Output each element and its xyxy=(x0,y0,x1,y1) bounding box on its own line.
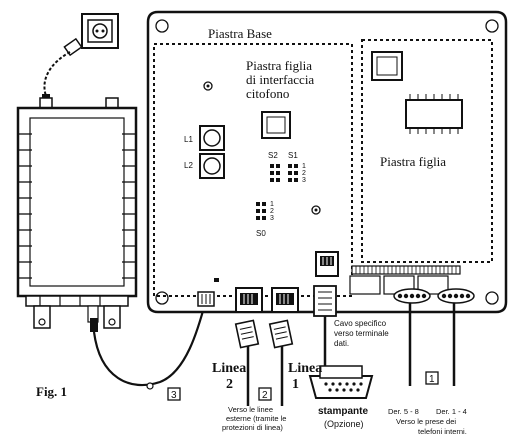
external-lines-note-1: Verso le linee xyxy=(228,405,273,414)
extension-cable-bundle-5-8 xyxy=(393,288,431,386)
jumper-s0-pin-3: 3 xyxy=(270,215,274,222)
jumper-s0-pin-1: 1 xyxy=(270,201,274,208)
extensions-5-8-label: Der. 5 - 8 xyxy=(388,407,419,416)
line-2-plug xyxy=(234,319,260,349)
plug xyxy=(63,37,83,57)
power-supply xyxy=(16,97,138,329)
linea-2-word: Linea xyxy=(212,361,246,376)
base-board xyxy=(146,10,508,314)
mains-cable xyxy=(43,51,71,97)
inductor-l1-label: L1 xyxy=(184,135,193,144)
line-1-jack xyxy=(271,287,299,313)
printer-connector xyxy=(308,365,374,399)
callout-1-text: 1 xyxy=(429,374,435,385)
daughter-chip-dip xyxy=(405,94,463,134)
jumper-s0-pin-2: 2 xyxy=(270,208,274,215)
daughter-chip-square xyxy=(371,51,403,81)
screw-2 xyxy=(311,205,321,215)
linea-2-num: 2 xyxy=(226,377,233,392)
data-cable-note-2: verso terminale xyxy=(334,329,389,338)
printer-option-label: (Opzione) xyxy=(324,419,364,429)
extension-cable-bundle-1-4 xyxy=(437,288,475,386)
board-marker-small xyxy=(214,278,219,282)
wall-socket xyxy=(81,13,119,49)
callout-3-box: 3 xyxy=(167,387,181,401)
dc-plug xyxy=(90,318,98,332)
screw-1 xyxy=(203,81,213,91)
line-1-plug xyxy=(268,319,294,349)
interface-board-label-line1: Piastra figlia xyxy=(246,58,312,73)
jumper-block-s2-s1 xyxy=(270,164,298,182)
external-lines-note-3: protezioni di linea) xyxy=(222,423,283,432)
dc-cable xyxy=(92,299,208,387)
interface-board-label-line2: di interfaccia xyxy=(246,72,314,87)
intercom-jack xyxy=(315,251,339,277)
extensions-1-4-label: Der. 1 - 4 xyxy=(436,407,467,416)
inductor-l1 xyxy=(199,125,225,151)
data-cable-plug xyxy=(313,285,337,317)
jumper-s1-pin-2: 2 xyxy=(302,170,306,177)
callout-3-text: 3 xyxy=(171,390,177,401)
data-cable-note-1: Cavo specifico xyxy=(334,319,387,328)
interface-chip xyxy=(261,111,291,139)
callout-1-box: 1 xyxy=(425,371,439,385)
daughter-board-label: Piastra figlia xyxy=(380,154,446,169)
printer-label: stampante xyxy=(318,406,368,417)
jumper-s1-pin-1: 1 xyxy=(302,163,306,170)
jumper-s1-pin-3: 3 xyxy=(302,177,306,184)
interface-board-label-line3: citofono xyxy=(246,86,289,101)
base-board-label: Piastra Base xyxy=(208,26,272,41)
jumper-s2-label: S2 xyxy=(268,151,278,160)
callout-2-box: 2 xyxy=(258,387,272,401)
data-cable-note-3: dati. xyxy=(334,339,349,348)
power-input-connector xyxy=(197,291,215,307)
jumper-block-s0 xyxy=(256,202,266,220)
inductor-l2 xyxy=(199,153,225,179)
dc-cable-marker xyxy=(146,382,154,390)
extension-connector-strip xyxy=(349,265,461,295)
linea-1-num: 1 xyxy=(292,377,299,392)
jumper-s0-label: S0 xyxy=(256,229,266,238)
linea-1-word: Linea xyxy=(288,361,322,376)
internal-phones-note-1: Verso le prese dei xyxy=(396,417,456,426)
external-lines-note-2: esterne (tramite le xyxy=(226,414,286,423)
daughter-board-outline xyxy=(361,39,493,263)
inductor-l2-label: L2 xyxy=(184,161,193,170)
internal-phones-note-2: telefoni interni. xyxy=(418,427,467,436)
figure-label: Fig. 1 xyxy=(36,384,67,399)
line-2-jack xyxy=(235,287,263,313)
callout-2-text: 2 xyxy=(262,390,268,401)
jumper-s1-label: S1 xyxy=(288,151,298,160)
